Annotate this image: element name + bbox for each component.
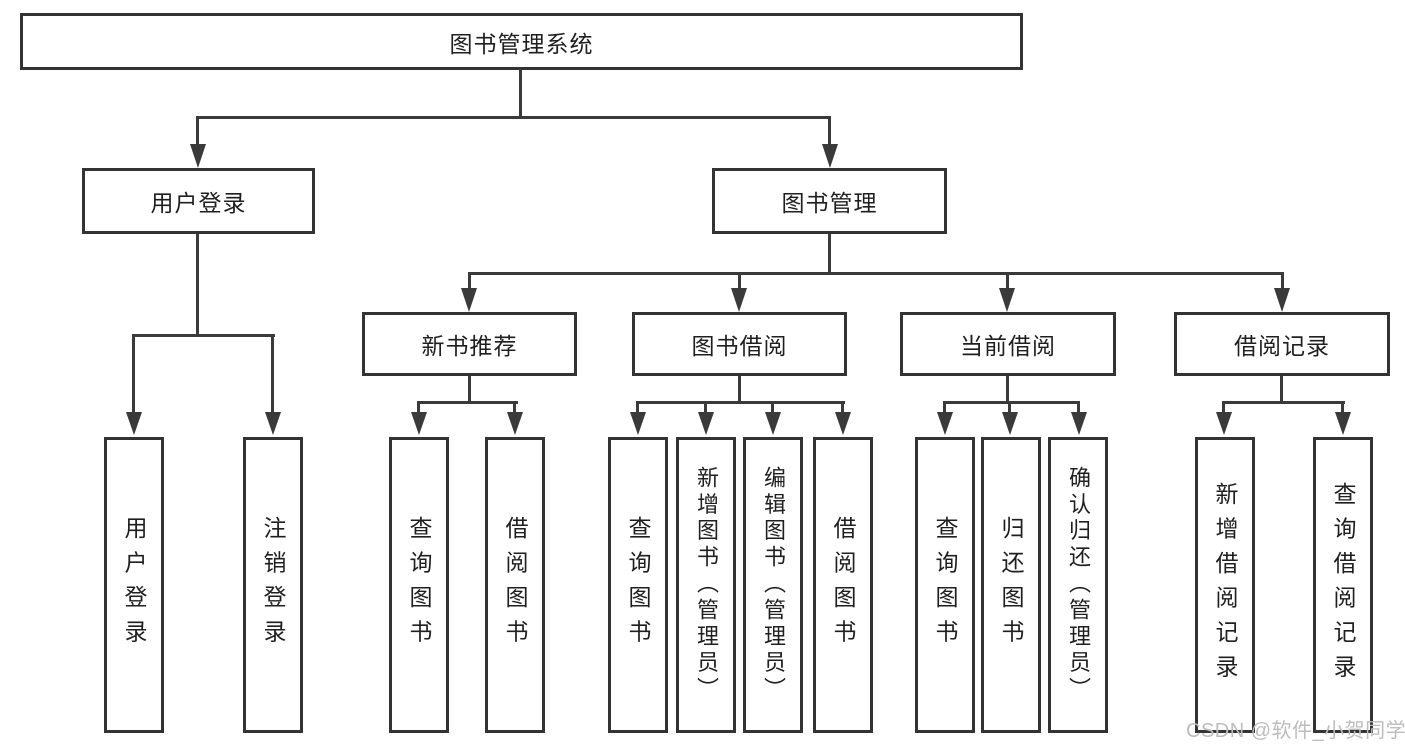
node-label: 归还图书 [998,516,1024,654]
csdn-watermark: CSDN @软件_小贺同学 [1186,720,1405,742]
arrow-down-icon [822,144,838,168]
arrow-down-icon [1216,412,1232,435]
arrow-down-icon [507,412,523,435]
connector-line [196,234,199,337]
connector-line [828,116,831,148]
node-label: 查询图书 [625,516,651,654]
node-label: 借阅图书 [830,516,856,654]
arrow-down-icon [1274,288,1290,312]
arrow-down-icon [1002,412,1018,435]
arrow-down-icon [999,288,1015,312]
connector-line [738,272,741,292]
connector-line [636,401,845,404]
connector-line [1281,272,1284,292]
connector-line [196,116,831,119]
connector-line [943,401,946,415]
arrow-down-icon [731,288,747,312]
leaf-search-books-current: 查询图书 [915,437,975,733]
arrow-down-icon [630,412,646,435]
node-label: 新书推荐 [421,333,518,359]
connector-line [468,376,471,403]
connector-line [1006,272,1009,292]
leaf-confirm-return-admin: 确认归还（管理员） [1048,437,1108,733]
arrow-down-icon [461,288,477,312]
connector-line [132,334,275,337]
node-label: 确认归还（管理员） [1066,466,1091,704]
leaf-user-login: 用户登录 [104,437,164,733]
arrow-down-icon [765,412,781,435]
leaf-borrow-books-recommend: 借阅图书 [485,437,545,733]
node-book-management: 图书管理 [712,168,947,234]
arrow-down-icon [1071,412,1087,435]
connector-line [828,234,831,274]
arrow-down-icon [937,412,953,435]
node-label: 编辑图书（管理员） [761,466,786,704]
connector-line [417,401,518,404]
node-label: 新增图书（管理员） [694,466,719,704]
connector-line [1008,401,1011,415]
arrow-down-icon [126,412,142,435]
connector-line [841,401,844,415]
leaf-borrow-books-borrowing: 借阅图书 [813,437,873,733]
node-label: 借阅记录 [1234,333,1330,359]
node-label: 查询图书 [406,516,432,654]
connector-line [738,376,741,403]
connector-line [519,69,522,117]
node-label: 用户登录 [150,190,247,216]
node-book-borrowing: 图书借阅 [632,312,847,376]
arrow-down-icon [1335,412,1351,435]
connector-line [771,401,774,415]
leaf-search-books-borrowing: 查询图书 [608,437,668,733]
connector-line [513,401,516,415]
node-label: 图书借阅 [691,333,788,359]
connector-line [1341,401,1344,415]
leaf-search-books-recommend: 查询图书 [389,437,449,733]
connector-line [196,116,199,148]
arrow-down-icon [190,144,206,168]
node-new-book-recommend: 新书推荐 [362,312,577,376]
node-label: 当前借阅 [960,333,1056,359]
connector-line [132,334,135,414]
arrow-down-icon [698,412,714,435]
leaf-add-books-admin: 新增图书（管理员） [676,437,736,733]
connector-line [943,401,1080,404]
connector-line [468,272,1284,275]
node-borrowing-records: 借阅记录 [1174,312,1390,376]
node-user-login: 用户登录 [82,168,315,234]
node-label: 图书管理系统 [449,30,594,57]
node-current-borrowing: 当前借阅 [900,312,1116,376]
leaf-add-borrow-record: 新增借阅记录 [1195,437,1255,733]
connector-line [1222,401,1345,404]
connector-line [271,334,274,414]
connector-line [1077,401,1080,415]
arrow-down-icon [835,412,851,435]
arrow-down-icon [411,412,427,435]
node-label: 查询借阅记录 [1330,481,1356,689]
connector-line [1006,376,1009,403]
node-label: 查询图书 [932,516,958,654]
node-label: 注销登录 [260,516,286,654]
node-label: 图书管理 [781,190,878,216]
connector-line [704,401,707,415]
connector-line [636,401,639,415]
node-label: 用户登录 [121,516,147,654]
arrow-down-icon [265,412,281,435]
connector-line [1222,401,1225,415]
connector-line [417,401,420,415]
leaf-logout-login: 注销登录 [243,437,303,733]
leaf-search-borrow-record: 查询借阅记录 [1313,437,1373,733]
connector-line [1280,376,1283,403]
connector-line [468,272,471,292]
node-label: 新增借阅记录 [1212,481,1238,689]
node-library-system: 图书管理系统 [20,13,1023,70]
leaf-return-books: 归还图书 [981,437,1041,733]
node-label: 借阅图书 [502,516,528,654]
leaf-edit-books-admin: 编辑图书（管理员） [743,437,803,733]
